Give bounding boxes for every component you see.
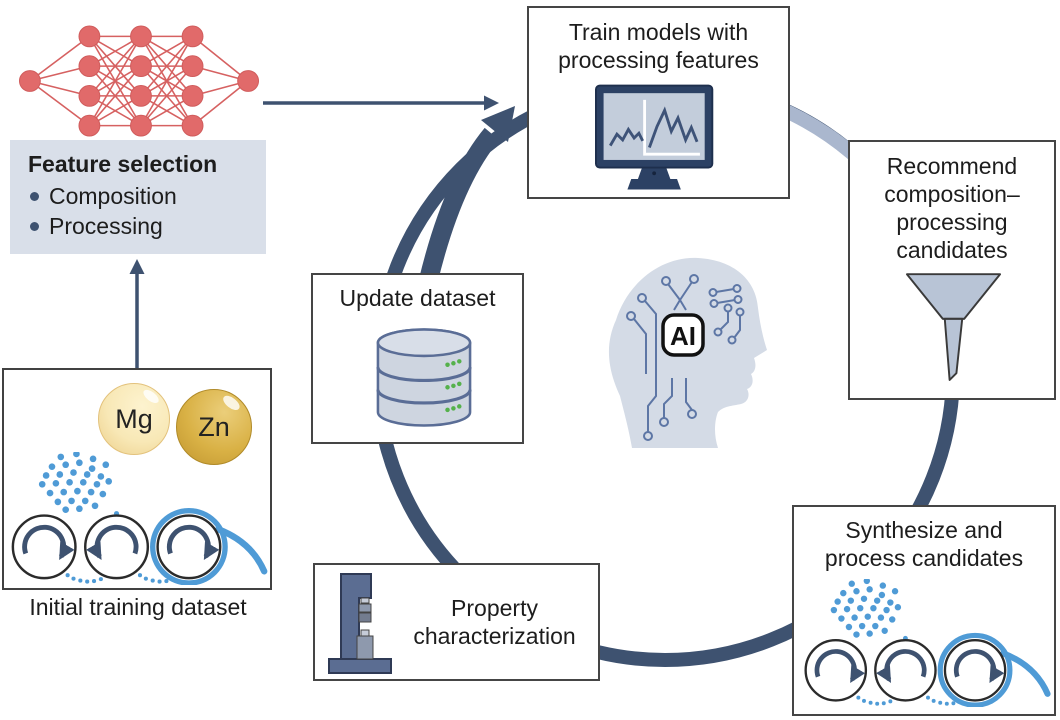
bullet-dot-icon [30, 222, 39, 231]
bullet-dot-icon [30, 192, 39, 201]
initial-dataset-caption: Initial training dataset [29, 594, 247, 620]
train-models-box: Train models with processing features [527, 6, 790, 199]
dataset-to-feature-arrowhead-icon [129, 259, 145, 274]
ai-head-circuit-icon: AI [608, 257, 767, 448]
recommend-label: candidates [896, 237, 1008, 264]
feature-bullet-processing: Processing [28, 213, 266, 240]
database-icon [376, 328, 472, 427]
synthesize-label: Synthesize and [845, 517, 1003, 543]
synthesize-process-box: Synthesize and process candidates [792, 505, 1056, 716]
recommend-candidates-box: Recommend composition– processing candid… [848, 140, 1056, 400]
train-models-label: processing features [558, 47, 759, 74]
circuit-traces [633, 281, 741, 432]
recommend-label: Recommend [886, 153, 1018, 179]
update-dataset-label: Update dataset [339, 285, 496, 311]
database-activity-dots [445, 359, 462, 413]
recommend-label: processing [896, 209, 1008, 236]
synthesize-label: process candidates [824, 545, 1024, 572]
feature-selection-panel: Feature selection Composition Processing [10, 140, 266, 254]
tensile-tester-icon [328, 573, 392, 674]
zn-label: Zn [198, 411, 230, 442]
train-models-label: Train models with [568, 19, 749, 45]
property-characterization-text: Property characterization [399, 565, 590, 679]
recommend-label: composition– [884, 181, 1020, 208]
mg-element-sphere: Mg [98, 383, 170, 455]
neural-network-icon [18, 25, 260, 137]
update-to-train-arrow [418, 127, 500, 285]
funnel-icon [905, 273, 1002, 381]
nn-to-train-arrowhead-icon [484, 95, 499, 111]
rolling-mill-icon [800, 579, 1056, 707]
update-dataset-box: Update dataset [311, 273, 524, 444]
ai-chip-label: AI [670, 321, 696, 351]
zn-element-sphere: Zn [176, 389, 252, 465]
property-label: Property [451, 594, 538, 621]
ai-chip [661, 313, 705, 357]
property-characterization-box: Property characterization [313, 563, 600, 681]
monitor-chart-icon [595, 84, 714, 190]
feature-bullet-composition: Composition [28, 183, 266, 210]
circuit-nodes [626, 274, 745, 441]
property-label: characterization [413, 623, 576, 649]
initial-training-dataset-box: Mg Zn [2, 368, 272, 590]
feature-selection-title: Feature selection [28, 151, 218, 177]
mg-label: Mg [115, 403, 153, 434]
update-to-train-arrowhead-icon [481, 106, 515, 142]
sphere-highlight [221, 393, 243, 413]
rolling-mill-icon [7, 452, 273, 585]
